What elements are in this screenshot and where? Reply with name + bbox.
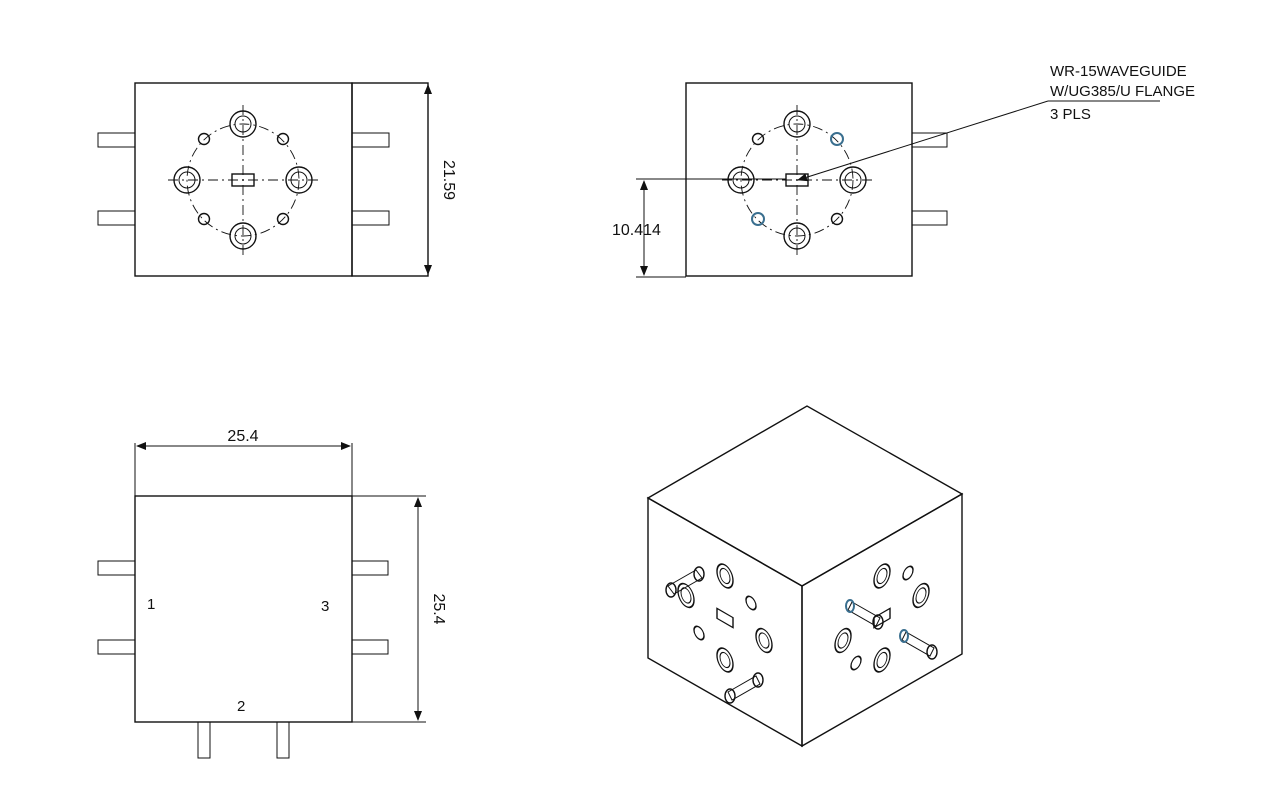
pin-hole [276,132,290,146]
front-view: 21.59 [97,82,457,277]
dimension-height-side: 25.4 [430,593,447,624]
flange-hole [229,110,257,138]
pin-hole-highlight [830,132,844,146]
port-label-1: 1 [147,596,155,613]
waveguide-aperture [785,173,809,187]
pin-hole [751,132,765,146]
callout-line1: WR-15WAVEGUIDE [1050,63,1187,80]
pin-hole [276,212,290,226]
isometric-view [646,405,964,748]
top-view: 25.4 25.4 1 3 2 [97,428,447,759]
flange-hole [173,166,201,194]
pin-hole [197,212,211,226]
flange-hole [839,166,867,194]
flange-hole [727,166,755,194]
waveguide-aperture [231,173,255,187]
flange-hole [285,166,313,194]
pin-hole [197,132,211,146]
flange-hole [783,110,811,138]
dimension-width: 25.4 [227,428,258,445]
callout-line2: W/UG385/U FLANGE [1050,83,1195,100]
dimension-height-top: 21.59 [440,160,457,200]
port-label-2: 2 [237,698,245,715]
side-view: 10.414 WR-15WAVEGUIDE W/UG385/U FLANGE 3… [612,63,1195,278]
flange-hole [783,222,811,250]
port-label-3: 3 [321,598,329,615]
pin-hole [830,212,844,226]
callout-line3: 3 PLS [1050,106,1091,123]
dimension-port-offset: 10.414 [612,222,661,239]
flange-hole [229,222,257,250]
pin-hole-highlight [751,212,765,226]
